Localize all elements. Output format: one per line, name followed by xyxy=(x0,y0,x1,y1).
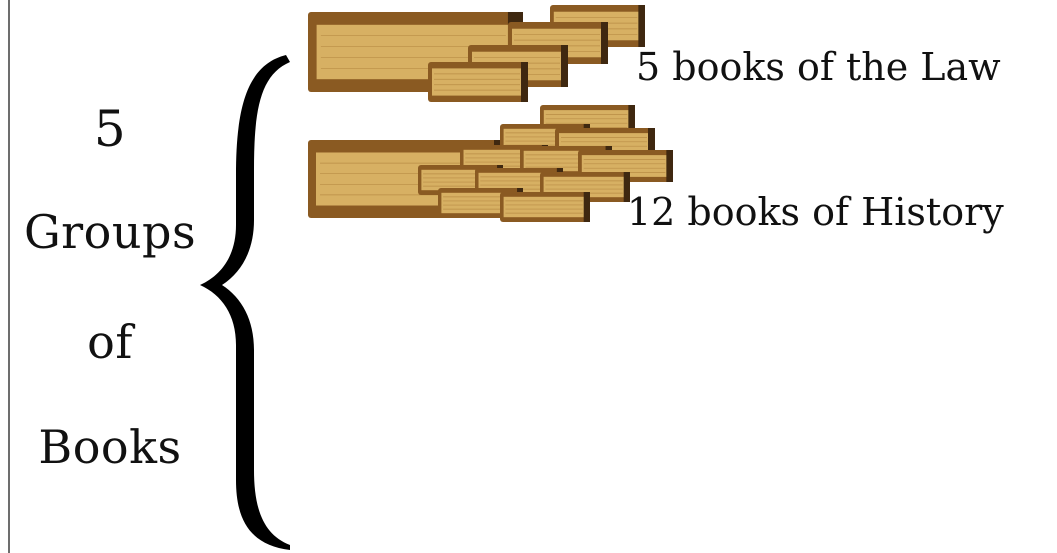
curly-brace-icon xyxy=(194,50,304,553)
book-icon xyxy=(500,192,590,222)
side-title-of: of xyxy=(0,315,220,369)
law-books-illustration xyxy=(300,0,660,105)
book-icon xyxy=(428,62,528,102)
side-title-groups: Groups xyxy=(0,205,220,259)
side-title-number: 5 xyxy=(0,100,220,158)
law-books-group xyxy=(300,0,660,105)
history-caption: 12 books of History xyxy=(627,190,1004,234)
law-caption: 5 books of the Law xyxy=(636,45,1001,89)
side-title-books: Books xyxy=(0,420,220,474)
